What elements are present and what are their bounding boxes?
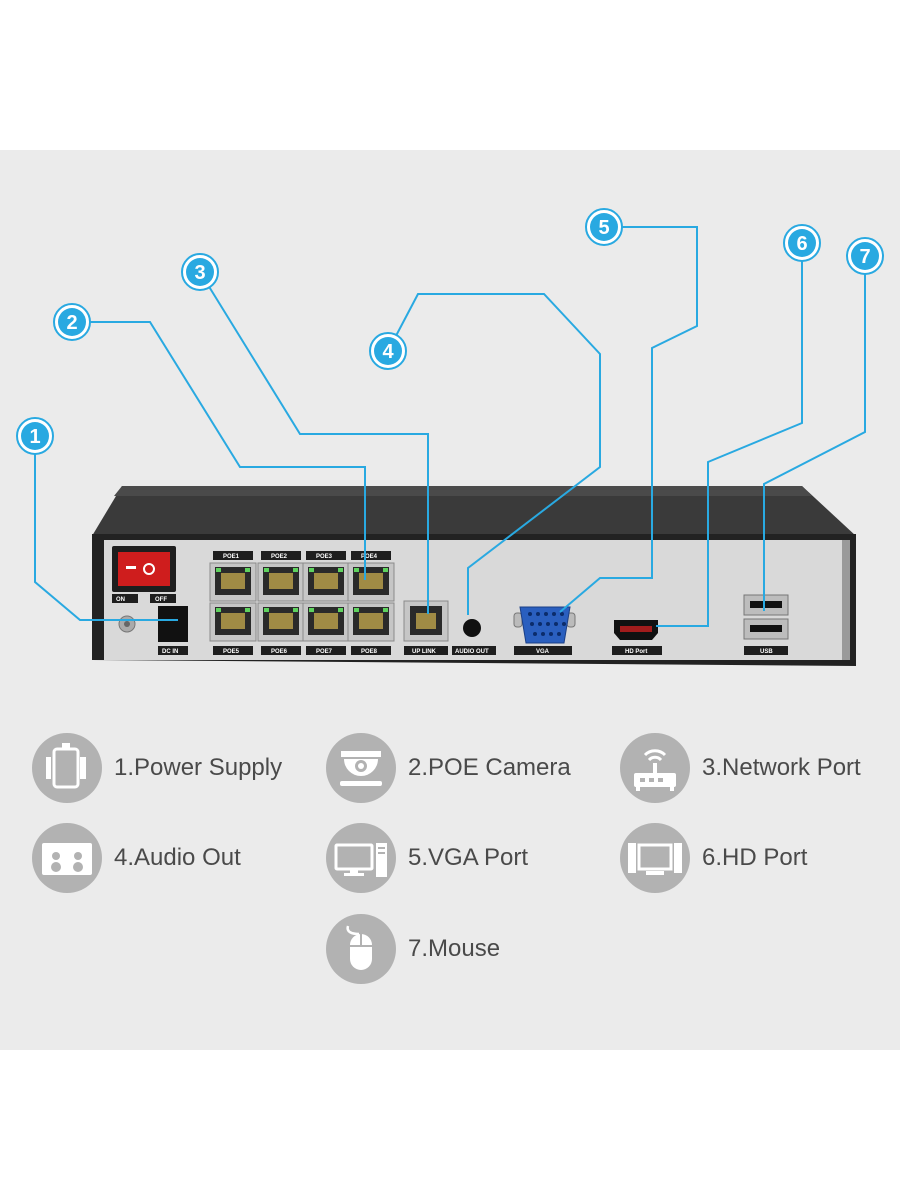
- callout-7-circle: [851, 242, 879, 270]
- usb-label: USB: [760, 649, 773, 655]
- audio-out-jack: [463, 619, 481, 637]
- vga-label: VGA: [536, 649, 550, 655]
- legend-label-audio-out: 4.Audio Out: [114, 844, 241, 871]
- legend-item-hd-port: 6.HD Port: [620, 822, 807, 894]
- legend-item-power-supply: 1.Power Supply: [32, 732, 282, 804]
- poe-top-label: POE2: [271, 554, 288, 560]
- callout-6-circle: [788, 229, 816, 257]
- dome-camera-icon: [326, 733, 396, 803]
- hd-port-label: HD Port: [625, 649, 647, 655]
- speaker-icon: [32, 823, 102, 893]
- callout-5-number: 5: [598, 217, 609, 239]
- switch-off-label: OFF: [155, 597, 167, 603]
- poe-top-label: POE4: [361, 554, 378, 560]
- legend-label-network-port: 3.Network Port: [702, 754, 861, 781]
- callout-7-number: 7: [859, 246, 870, 268]
- switch-on-label: ON: [116, 597, 125, 603]
- callout-leader-lines: [34, 226, 866, 627]
- legend-item-mouse: 7.Mouse: [326, 913, 500, 985]
- audio-out-label: AUDIO OUT: [455, 649, 489, 655]
- callout-3-number: 3: [194, 262, 205, 284]
- poe-bottom-label: POE6: [271, 649, 288, 655]
- tv-icon: [620, 823, 690, 893]
- poe-bottom-label: POE7: [316, 649, 333, 655]
- legend-item-vga-port: 5.VGA Port: [326, 822, 528, 894]
- mouse-icon: [326, 914, 396, 984]
- poe-top-label: POE3: [316, 554, 333, 560]
- callout-2-circle: [58, 308, 86, 336]
- legend-item-audio-out: 4.Audio Out: [32, 822, 241, 894]
- poe-bottom-label: POE8: [361, 649, 378, 655]
- poe-top-label: POE1: [223, 554, 240, 560]
- callout-5-circle: [590, 213, 618, 241]
- callout-1-number: 1: [29, 426, 40, 448]
- uplink-label: UP LINK: [412, 649, 437, 655]
- router-icon: [620, 733, 690, 803]
- callout-6-number: 6: [796, 233, 807, 255]
- poe-bottom-label: POE5: [223, 649, 240, 655]
- legend-label-vga-port: 5.VGA Port: [408, 844, 529, 871]
- legend-item-poe-camera: 2.POE Camera: [326, 732, 571, 804]
- dc-in-jack: [158, 606, 188, 642]
- power-supply-icon: [32, 733, 102, 803]
- callout-4-circle: [374, 337, 402, 365]
- callout-1-circle: [21, 422, 49, 450]
- legend-label-mouse: 7.Mouse: [408, 935, 501, 962]
- legend-label-power-supply: 1.Power Supply: [114, 754, 283, 781]
- nvr-top-lid: [92, 486, 856, 536]
- callout-3-circle: [186, 258, 214, 286]
- legend-label-hd-port: 6.HD Port: [702, 844, 808, 871]
- legend-label-poe-camera: 2.POE Camera: [408, 754, 571, 781]
- callout-2-number: 2: [66, 312, 77, 334]
- dc-in-label: DC IN: [162, 649, 178, 655]
- legend-item-network-port: 3.Network Port: [620, 732, 861, 804]
- monitor-icon: [326, 823, 396, 893]
- callout-4-number: 4: [382, 341, 394, 363]
